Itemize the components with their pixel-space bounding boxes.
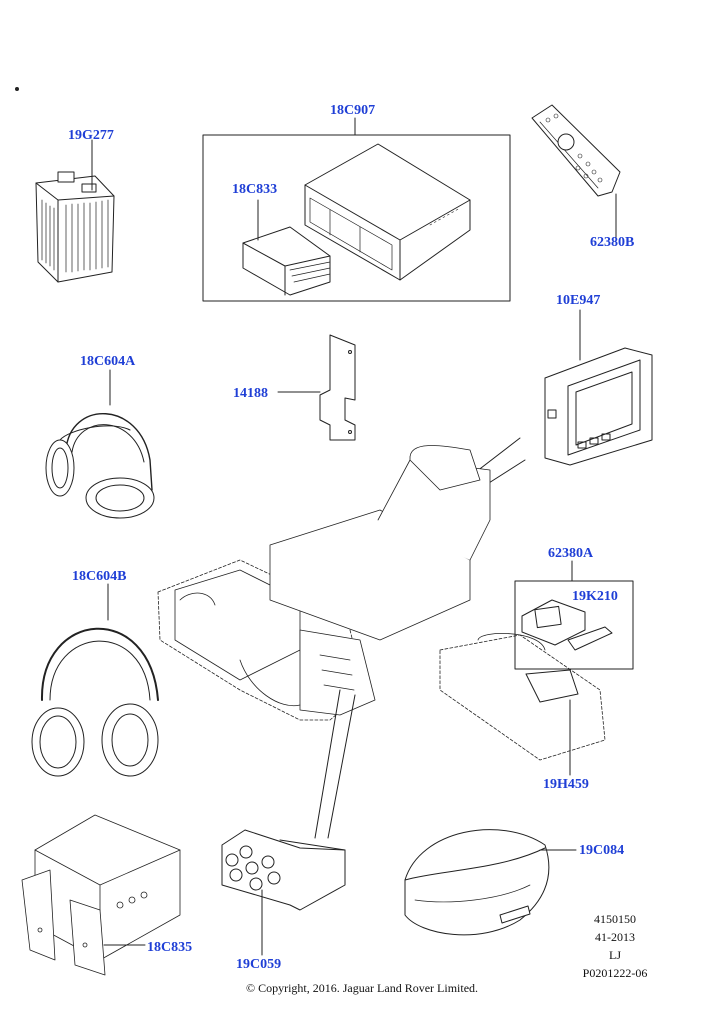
remote-control-illustration [531, 104, 621, 239]
label-18c604a[interactable]: 18C604A [80, 354, 136, 369]
label-19g277[interactable]: 19G277 [68, 128, 114, 143]
label-19k210[interactable]: 19K210 [572, 589, 618, 604]
label-10e947[interactable]: 10E947 [556, 293, 601, 308]
label-18c907[interactable]: 18C907 [330, 103, 376, 118]
label-62380a[interactable]: 62380A [548, 546, 594, 561]
dvd-player-illustration [304, 143, 471, 281]
registration-dot [15, 87, 19, 91]
label-14188[interactable]: 14188 [233, 386, 268, 401]
label-19c084[interactable]: 19C084 [579, 843, 625, 858]
connector-module-illustration [221, 829, 346, 956]
disc-cartridge-illustration [242, 199, 331, 296]
storage-bag-illustration [404, 829, 577, 936]
meta-line-3: LJ [609, 948, 621, 962]
seat-console-illustration [157, 445, 606, 839]
bracket-illustration [277, 334, 356, 441]
headphones-b-illustration [31, 583, 159, 777]
label-19h459[interactable]: 19H459 [543, 777, 589, 792]
meta-line-4: P0201222-06 [582, 966, 648, 980]
62380a-frame [514, 580, 634, 670]
18c907-frame [202, 134, 511, 302]
label-19c059[interactable]: 19C059 [236, 957, 282, 972]
headphones-a-illustration [45, 369, 155, 519]
screen-illustration [544, 309, 653, 466]
control-module-illustration [35, 139, 115, 283]
rear-controller-illustration [521, 599, 613, 651]
label-62380b[interactable]: 62380B [590, 235, 635, 250]
meta-line-2: 41-2013 [595, 930, 635, 944]
copyright-notice: © Copyright, 2016. Jaguar Land Rover Lim… [245, 981, 479, 995]
label-18c835[interactable]: 18C835 [147, 940, 193, 955]
meta-line-1: 4150150 [594, 912, 636, 926]
label-18c833[interactable]: 18C833 [232, 182, 278, 197]
mounting-bracket-illustration [21, 814, 181, 976]
label-18c604b[interactable]: 18C604B [72, 569, 127, 584]
